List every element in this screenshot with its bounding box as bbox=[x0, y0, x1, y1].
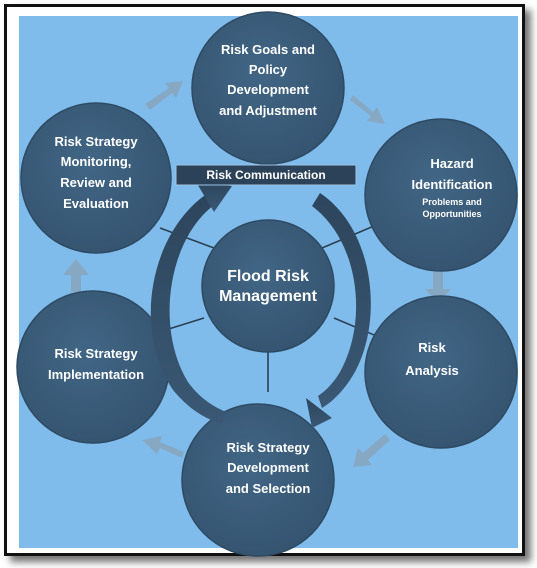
curved-arrow-right-head-icon bbox=[306, 398, 332, 428]
goals-label-line-1: Risk Goals and bbox=[221, 42, 315, 57]
curved-arrow-left-head-icon bbox=[196, 182, 232, 212]
connector-monitoring bbox=[159, 227, 215, 249]
flow-arrows bbox=[63, 81, 451, 467]
monitoring-label-line-3: Review and bbox=[60, 175, 132, 190]
hazard-sublabel-line-1: Problems and bbox=[422, 197, 482, 207]
development-label-line-1: Risk Strategy bbox=[226, 440, 310, 455]
circle-center bbox=[201, 219, 335, 353]
hazard-label-line-2: Identification bbox=[412, 177, 493, 192]
analysis-label-line-1: Risk bbox=[418, 340, 446, 355]
goals-label-line-4: and Adjustment bbox=[219, 103, 317, 118]
center-label-line-2: Management bbox=[219, 288, 317, 305]
curved-arrows bbox=[150, 182, 371, 428]
monitoring-label-line-2: Monitoring, bbox=[61, 154, 132, 169]
curved-arrow-right-icon bbox=[312, 193, 371, 408]
circle-goals bbox=[191, 11, 345, 165]
arrow-monitoring-to-goals-icon bbox=[145, 81, 183, 110]
circle-hazard bbox=[364, 118, 518, 272]
circle-development bbox=[181, 403, 335, 557]
arrow-hazard-to-analysis-icon bbox=[425, 272, 451, 303]
risk-communication-bar bbox=[175, 164, 357, 186]
analysis-label-line-2: Analysis bbox=[405, 363, 458, 378]
stage-circles bbox=[16, 11, 518, 557]
arrow-implementation-to-monitoring-icon bbox=[63, 259, 89, 292]
risk-communication-label: Risk Communication bbox=[206, 168, 325, 182]
center-label-line-1: Flood Risk bbox=[227, 268, 309, 285]
monitoring-label-line-4: Evaluation bbox=[63, 196, 129, 211]
development-label-line-2: Development bbox=[227, 460, 309, 475]
goals-label-line-3: Development bbox=[227, 82, 309, 97]
arrow-development-to-implementation-icon bbox=[142, 436, 184, 458]
circle-monitoring bbox=[20, 102, 172, 254]
curved-arrow-left-icon bbox=[150, 193, 226, 424]
arrow-goals-to-hazard-icon bbox=[350, 95, 385, 124]
goals-label-line-2: Policy bbox=[249, 62, 288, 77]
hazard-sublabel-line-2: Opportunities bbox=[423, 209, 482, 219]
implementation-label-line-2: Implementation bbox=[48, 367, 144, 382]
monitoring-label-line-1: Risk Strategy bbox=[54, 134, 138, 149]
implementation-label-line-1: Risk Strategy bbox=[54, 346, 138, 361]
development-label-line-3: and Selection bbox=[226, 481, 311, 496]
hazard-label-line-1: Hazard bbox=[430, 156, 473, 171]
circle-analysis bbox=[364, 295, 518, 449]
arrow-analysis-to-development-icon bbox=[353, 434, 390, 467]
